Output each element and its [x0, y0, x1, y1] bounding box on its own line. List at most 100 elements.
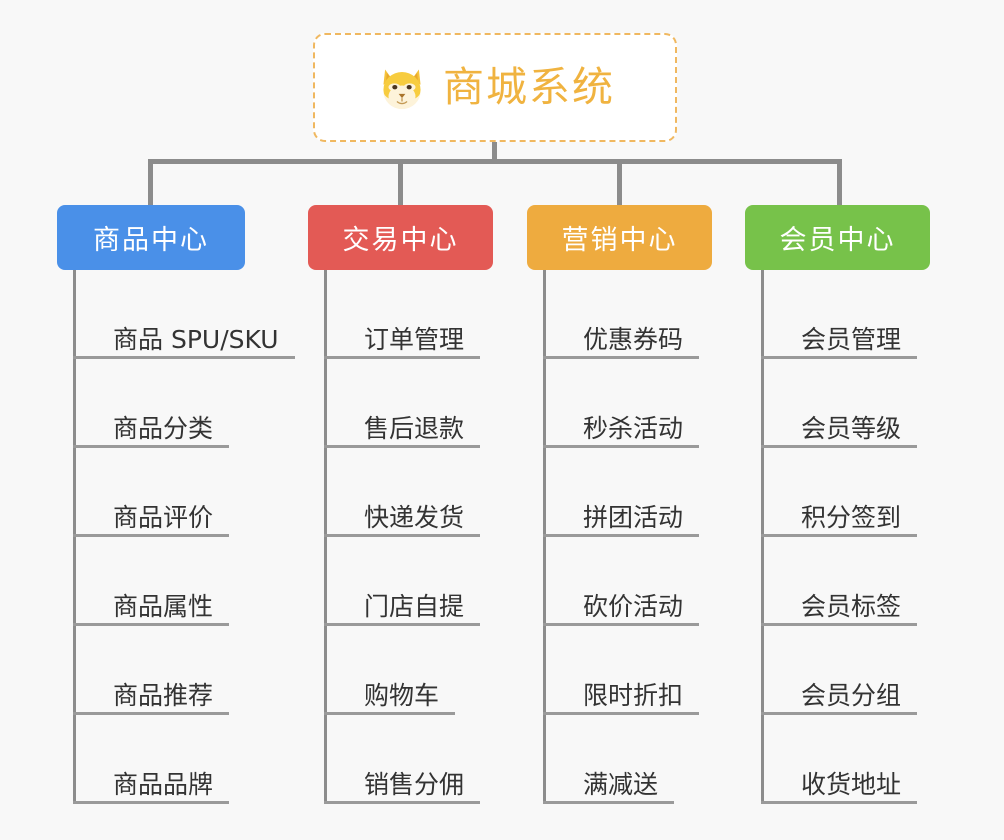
- category-item-label: 商品 SPU/SKU: [113, 324, 279, 354]
- category-item[interactable]: 售后退款: [324, 359, 480, 448]
- root-title: 商城系统: [443, 63, 615, 111]
- category-item[interactable]: 会员管理: [761, 270, 917, 359]
- category-item[interactable]: 会员标签: [761, 537, 917, 626]
- category-item[interactable]: 商品推荐: [73, 626, 295, 715]
- item-underline: [761, 801, 917, 804]
- category-item-label: 会员等级: [801, 413, 902, 443]
- category-item-label: 商品属性: [113, 591, 214, 621]
- item-underline: [543, 623, 699, 626]
- category-item[interactable]: 商品评价: [73, 448, 295, 537]
- item-underline: [324, 623, 480, 626]
- category-item[interactable]: 优惠券码: [543, 270, 699, 359]
- category-item[interactable]: 购物车: [324, 626, 480, 715]
- column-spine: [324, 270, 327, 804]
- category-item-label: 商品分类: [113, 413, 214, 443]
- category-item-list: 商品 SPU/SKU 商品分类商品评价商品属性商品推荐商品品牌: [73, 270, 295, 804]
- category-item-label: 快递发货: [364, 502, 465, 532]
- connector-horizontal-bus: [148, 159, 842, 164]
- category-item-label: 销售分佣: [364, 769, 465, 799]
- item-underline: [761, 623, 917, 626]
- connector-drop-4: [837, 159, 842, 205]
- category-item-list: 订单管理售后退款快递发货门店自提购物车销售分佣: [324, 270, 480, 804]
- connector-drop-2: [398, 159, 403, 205]
- category-header-member-center[interactable]: 会员中心: [745, 205, 930, 270]
- category-item-label: 商品评价: [113, 502, 214, 532]
- item-underline: [73, 356, 295, 359]
- category-item[interactable]: 砍价活动: [543, 537, 699, 626]
- item-underline: [73, 623, 229, 626]
- category-item-label: 优惠券码: [583, 324, 684, 354]
- category-item-label: 秒杀活动: [583, 413, 684, 443]
- category-column-marketing-center: 营销中心优惠券码秒杀活动拼团活动砍价活动限时折扣满减送: [527, 205, 712, 804]
- item-underline: [543, 534, 699, 537]
- category-item-label: 售后退款: [364, 413, 465, 443]
- item-underline: [73, 445, 229, 448]
- root-node: 商城系统: [313, 33, 677, 142]
- category-item-label: 满减送: [583, 769, 659, 799]
- connector-drop-1: [148, 159, 153, 205]
- item-underline: [324, 356, 480, 359]
- category-item[interactable]: 快递发货: [324, 448, 480, 537]
- category-item-label: 砍价活动: [583, 591, 684, 621]
- category-item[interactable]: 秒杀活动: [543, 359, 699, 448]
- category-header-label: 营销中心: [561, 225, 678, 256]
- item-underline: [324, 534, 480, 537]
- item-underline: [73, 712, 229, 715]
- category-header-product-center[interactable]: 商品中心: [57, 205, 245, 270]
- category-header-marketing-center[interactable]: 营销中心: [527, 205, 712, 270]
- category-item-label: 拼团活动: [583, 502, 684, 532]
- category-item[interactable]: 积分签到: [761, 448, 917, 537]
- category-column-product-center: 商品中心商品 SPU/SKU 商品分类商品评价商品属性商品推荐商品品牌: [57, 205, 295, 804]
- category-item-label: 会员管理: [801, 324, 902, 354]
- category-item[interactable]: 商品属性: [73, 537, 295, 626]
- category-header-label: 交易中心: [342, 225, 459, 256]
- item-underline: [543, 445, 699, 448]
- category-item[interactable]: 订单管理: [324, 270, 480, 359]
- item-underline: [761, 712, 917, 715]
- category-column-trade-center: 交易中心订单管理售后退款快递发货门店自提购物车销售分佣: [308, 205, 493, 804]
- category-item-label: 会员分组: [801, 680, 902, 710]
- category-header-label: 会员中心: [779, 225, 896, 256]
- category-item-label: 商品推荐: [113, 680, 214, 710]
- category-header-trade-center[interactable]: 交易中心: [308, 205, 493, 270]
- category-item-label: 门店自提: [364, 591, 465, 621]
- category-column-member-center: 会员中心会员管理会员等级积分签到会员标签会员分组收货地址: [745, 205, 930, 804]
- category-item[interactable]: 限时折扣: [543, 626, 699, 715]
- category-item[interactable]: 收货地址: [761, 715, 917, 804]
- category-item[interactable]: 门店自提: [324, 537, 480, 626]
- category-item-label: 订单管理: [364, 324, 465, 354]
- category-item[interactable]: 满减送: [543, 715, 699, 804]
- connector-root-stem: [492, 142, 497, 164]
- category-item[interactable]: 商品分类: [73, 359, 295, 448]
- item-underline: [73, 801, 229, 804]
- item-underline: [324, 445, 480, 448]
- category-item[interactable]: 会员分组: [761, 626, 917, 715]
- category-item[interactable]: 会员等级: [761, 359, 917, 448]
- item-underline: [73, 534, 229, 537]
- category-item[interactable]: 拼团活动: [543, 448, 699, 537]
- item-underline: [761, 356, 917, 359]
- category-item-label: 限时折扣: [583, 680, 684, 710]
- category-item[interactable]: 商品品牌: [73, 715, 295, 804]
- category-item-label: 商品品牌: [113, 769, 214, 799]
- category-item[interactable]: 销售分佣: [324, 715, 480, 804]
- category-item-label: 积分签到: [801, 502, 902, 532]
- category-item-label: 收货地址: [801, 769, 902, 799]
- category-item-label: 购物车: [364, 680, 440, 710]
- item-underline: [324, 801, 480, 804]
- category-header-label: 商品中心: [93, 225, 209, 256]
- item-underline: [324, 712, 455, 715]
- item-underline: [761, 534, 917, 537]
- item-underline: [543, 356, 699, 359]
- column-spine: [73, 270, 76, 804]
- connector-drop-3: [617, 159, 622, 205]
- column-spine: [543, 270, 546, 804]
- item-underline: [543, 801, 674, 804]
- category-item-label: 会员标签: [801, 591, 902, 621]
- column-spine: [761, 270, 764, 804]
- item-underline: [543, 712, 699, 715]
- category-item[interactable]: 商品 SPU/SKU: [73, 270, 295, 359]
- item-underline: [761, 445, 917, 448]
- category-item-list: 优惠券码秒杀活动拼团活动砍价活动限时折扣满减送: [543, 270, 699, 804]
